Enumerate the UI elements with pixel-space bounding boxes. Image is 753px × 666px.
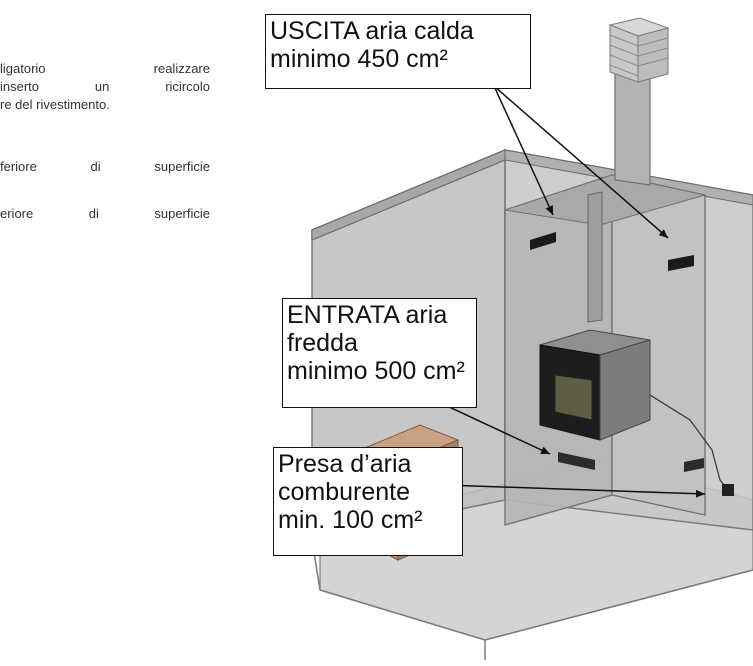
inlet-vent [558, 452, 595, 470]
inlet-label-line-2: fredda [287, 329, 358, 357]
body-text-line-2: inserto un ricircolo [0, 79, 210, 94]
body-text-line-3: re del rivestimento. [0, 97, 110, 112]
arrow-outlet-right [493, 85, 669, 239]
combustion-label-line-3: min. 100 cm² [278, 506, 423, 534]
outlet-label-line-2: minimo 450 cm² [270, 45, 448, 73]
inlet-vent-right [684, 458, 704, 472]
combustion-label-line-2: comburente [278, 478, 411, 506]
outlet-vent-right [668, 255, 694, 271]
arrow-outlet-left [493, 85, 554, 216]
inlet-label: ENTRATA aria fredda minimo 500 cm² [282, 298, 477, 408]
fireplace-insert [539, 329, 734, 496]
body-text-line-1: ligatorio realizzare [0, 61, 210, 76]
inlet-label-line-3: minimo 500 cm² [287, 357, 465, 385]
outlet-label-line-1: USCITA aria calda [270, 17, 474, 45]
chimney-cap [608, 17, 670, 83]
flue-pipe [587, 191, 603, 323]
inlet-label-line-1: ENTRATA aria [287, 301, 448, 329]
body-text-line-4: feriore di superficie [0, 159, 210, 174]
outlet-vent-left [530, 232, 556, 250]
body-text-line-5: eriore di superficie [0, 206, 210, 221]
outlet-label: USCITA aria calda minimo 450 cm² [265, 14, 531, 89]
combustion-label: Presa d’aria comburente min. 100 cm² [273, 447, 463, 556]
combustion-label-line-1: Presa d’aria [278, 450, 412, 478]
